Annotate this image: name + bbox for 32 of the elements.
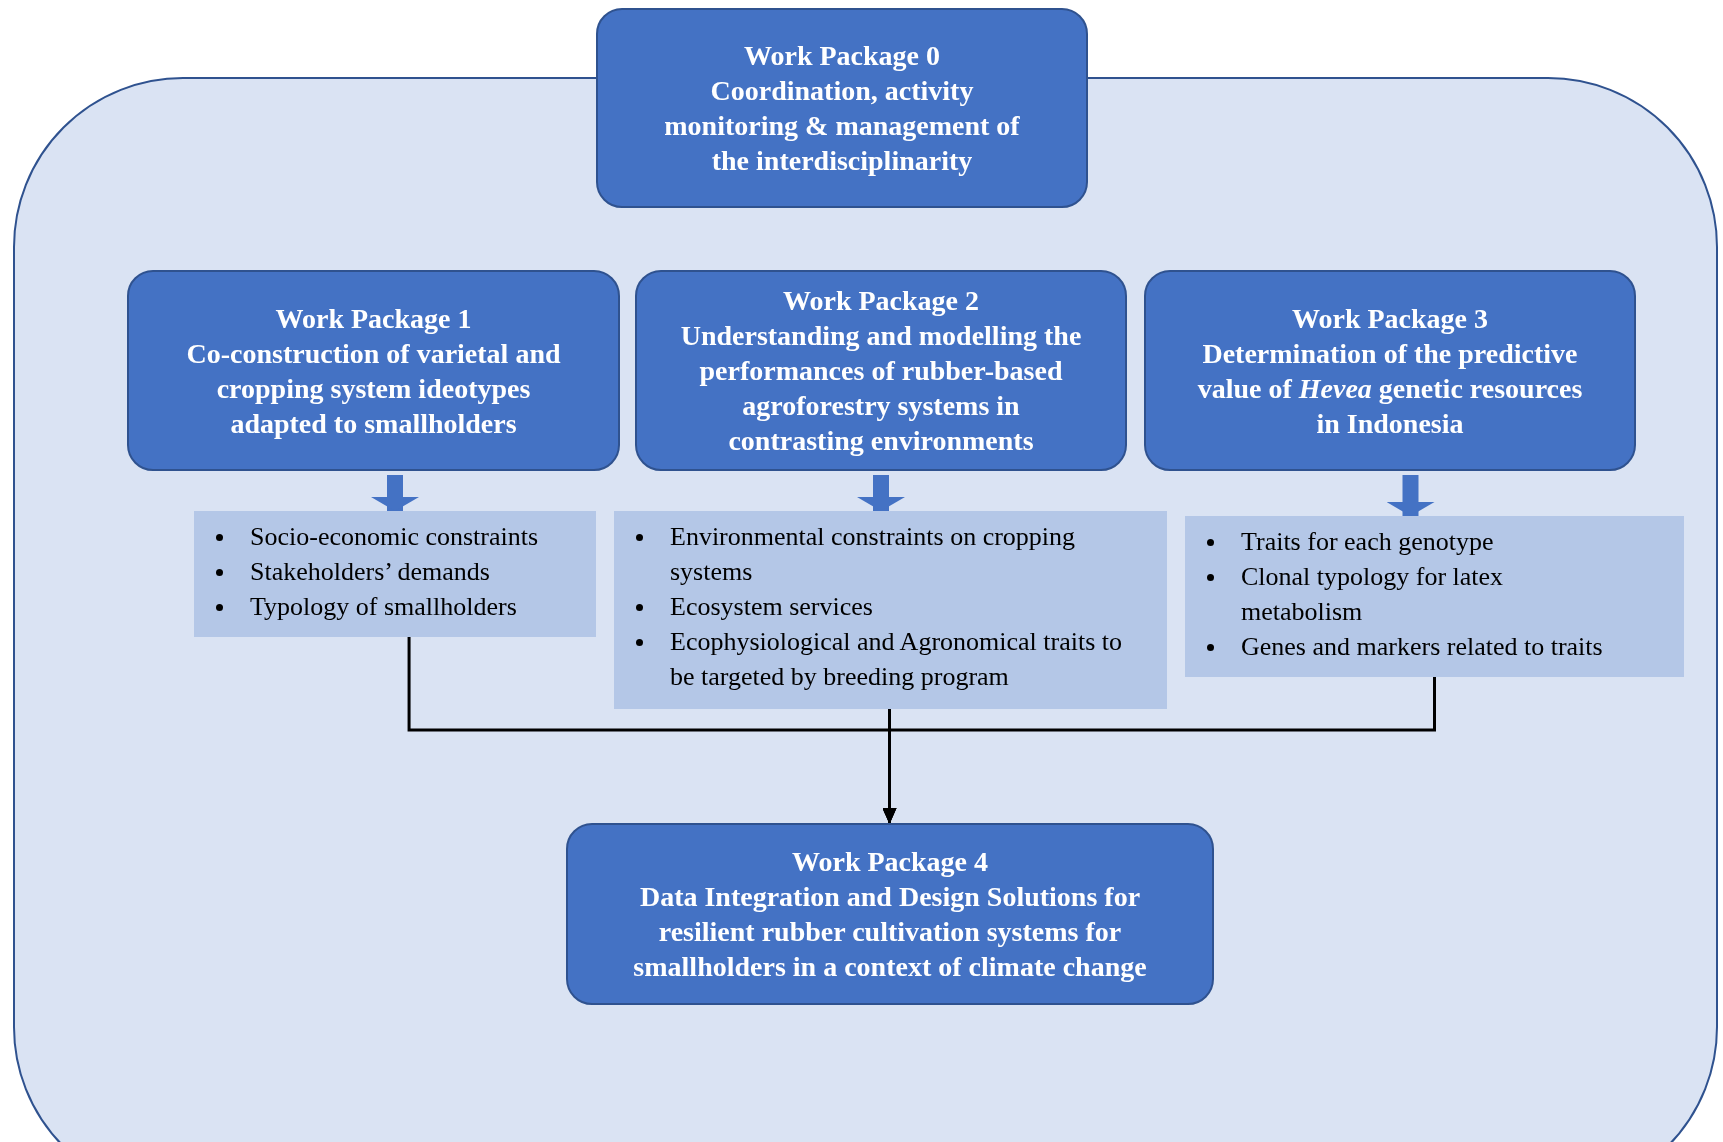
box-description: Co-construction of varietal and cropping system ideotypes adapted to smallholders xyxy=(185,336,562,441)
work-package-box xyxy=(566,823,1214,1005)
work-package-box xyxy=(127,270,620,471)
bullet-list-box xyxy=(1185,516,1684,677)
background-panel xyxy=(13,77,1718,1142)
bullet-text: Ecophysiological and Agronomical traits to be targeted by breeding program xyxy=(670,627,1123,691)
work-package-box xyxy=(635,270,1127,471)
box-description: Coordination, activity monitoring & management of the interdisciplinarity xyxy=(663,74,1021,178)
work-package-box xyxy=(1144,270,1636,471)
bullet-text: Ecosystem services xyxy=(670,592,873,621)
box-description: Determination of the predictive value of Hevea genetic resources in Indonesia xyxy=(1196,336,1584,441)
bullet-text: Traits for each genotype xyxy=(1241,527,1494,556)
bullet-list-box xyxy=(194,511,596,637)
bullet-text: Typology of smallholders xyxy=(250,592,517,621)
bullet-list-box xyxy=(614,511,1167,709)
work-package-box xyxy=(596,8,1088,208)
block-arrow xyxy=(1386,475,1435,516)
connector-arrow xyxy=(882,677,1436,824)
bullet-text: Environmental constraints on cropping systems xyxy=(670,522,1076,586)
box-title: Work Package 2 xyxy=(782,284,980,318)
bullet-text: Socio-economic constraints xyxy=(250,522,539,551)
box-description: Understanding and modelling the performances of rubber-based agroforestry systems in contrasting environments xyxy=(679,319,1083,458)
bullet-text: Stakeholders’ demands xyxy=(250,557,490,586)
block-arrow xyxy=(857,475,905,511)
box-title: Work Package 0 xyxy=(743,39,941,73)
box-title: Work Package 3 xyxy=(1291,301,1489,336)
box-title: Work Package 1 xyxy=(274,301,473,336)
box-description: Data Integration and Design Solutions for resilient rubber cultivation systems for smallholders in a context of climate change xyxy=(632,880,1148,984)
bullet-text: Clonal typology for latex metabolism xyxy=(1241,562,1504,626)
bullet-text: Genes and markers related to traits xyxy=(1241,632,1603,661)
block-arrow xyxy=(371,475,419,511)
box-title: Work Package 4 xyxy=(791,845,989,879)
